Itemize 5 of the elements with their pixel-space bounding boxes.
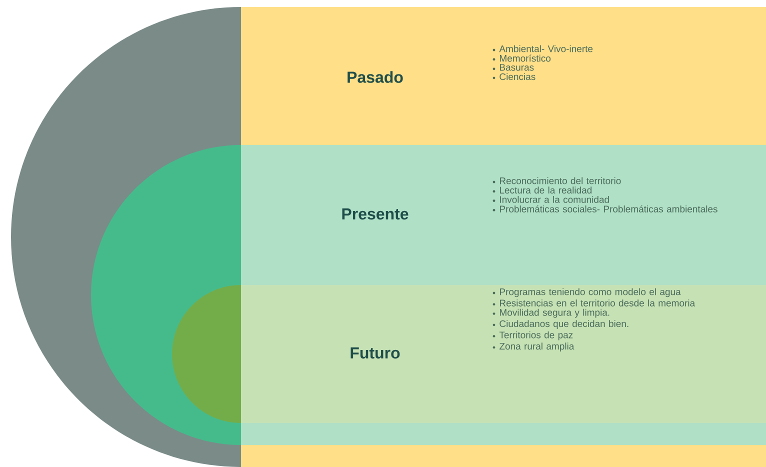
bullet-item: Ambiental- Vivo-inerte [492, 45, 593, 52]
bullet-item: Ciencias [492, 73, 536, 80]
bullet-item: Basuras [492, 64, 534, 71]
bullet-item: Memorístico [492, 54, 551, 62]
band-title: Pasado [348, 71, 403, 83]
